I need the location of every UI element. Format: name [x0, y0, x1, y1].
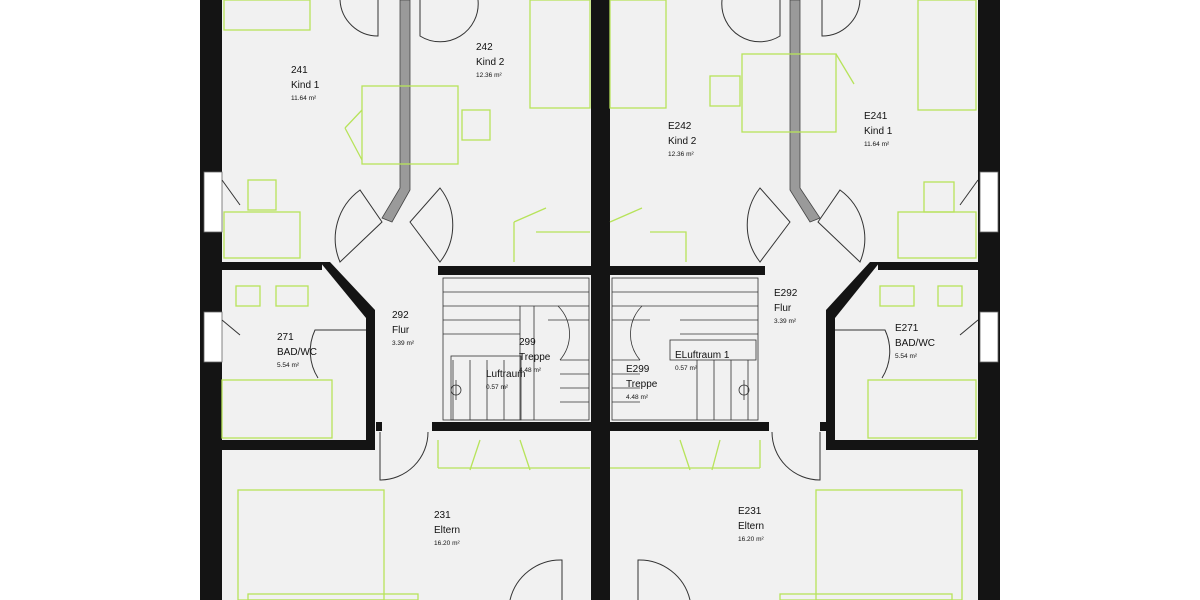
svg-text:11.64 m²: 11.64 m²: [291, 95, 317, 102]
wall-stub-right: [820, 422, 826, 431]
bath-diag-wall-left: [320, 262, 375, 318]
room-label-292: 292 Flur 3.39 m²: [392, 310, 415, 347]
room-label-e231: E231 Eltern 16.20 m²: [738, 506, 764, 543]
svg-text:Flur: Flur: [392, 325, 410, 336]
room-label-eluftraum: ELuftraum 1 0.57 m²: [675, 350, 730, 372]
room-label-271: 271 BAD/WC 5.54 m²: [277, 332, 317, 369]
svg-text:E242: E242: [668, 121, 692, 132]
room-label-e242: E242 Kind 2 12.36 m²: [668, 121, 697, 158]
svg-text:4.48 m²: 4.48 m²: [519, 367, 542, 374]
left-outer-wall: [200, 0, 222, 600]
svg-text:Flur: Flur: [774, 303, 792, 314]
svg-text:BAD/WC: BAD/WC: [895, 338, 935, 349]
svg-text:3.39 m²: 3.39 m²: [392, 340, 415, 347]
bath-diag-wall-right: [826, 262, 880, 318]
svg-text:5.54 m²: 5.54 m²: [277, 362, 300, 369]
room-label-e292: E292 Flur 3.39 m²: [774, 288, 798, 325]
svg-text:E241: E241: [864, 111, 888, 122]
svg-text:16.20 m²: 16.20 m²: [434, 540, 460, 547]
svg-text:12.36 m²: 12.36 m²: [476, 72, 502, 79]
bath-top-wall-right: [878, 262, 978, 270]
stair-top-wall-left: [438, 266, 591, 275]
room-label-242: 242 Kind 2 12.36 m²: [476, 42, 505, 79]
svg-text:Kind 1: Kind 1: [291, 80, 320, 91]
svg-text:16.20 m²: 16.20 m²: [738, 536, 764, 543]
svg-text:BAD/WC: BAD/WC: [277, 347, 317, 358]
svg-text:Luftraum: Luftraum: [486, 369, 525, 380]
room-label-299: 299 Treppe 4.48 m²: [519, 337, 551, 374]
bath-side-wall-right: [826, 318, 835, 440]
svg-text:E292: E292: [774, 288, 798, 299]
room-label-e241: E241 Kind 1 11.64 m²: [864, 111, 893, 148]
svg-text:242: 242: [476, 42, 493, 53]
bath-bottom-wall-left: [222, 440, 375, 450]
stair-bottom-wall-right: [610, 422, 769, 431]
staircase-left: [442, 277, 590, 421]
svg-text:0.57 m²: 0.57 m²: [486, 384, 509, 391]
bath-top-wall-left: [222, 262, 322, 270]
svg-text:12.36 m²: 12.36 m²: [668, 151, 694, 158]
bath-bottom-wall-right: [826, 440, 978, 450]
doors: [221, 0, 979, 600]
svg-text:Eltern: Eltern: [434, 525, 460, 536]
svg-text:0.57 m²: 0.57 m²: [675, 365, 698, 372]
svg-text:E271: E271: [895, 323, 919, 334]
bath-side-wall-left: [366, 318, 375, 440]
svg-text:231: 231: [434, 510, 451, 521]
room-label-luftraum: Luftraum 0.57 m²: [486, 369, 525, 391]
right-outer-wall: [978, 0, 1000, 600]
svg-text:Kind 2: Kind 2: [476, 57, 505, 68]
party-wall: [591, 0, 610, 600]
svg-text:292: 292: [392, 310, 409, 321]
svg-text:3.39 m²: 3.39 m²: [774, 318, 797, 325]
wall-stub-left: [376, 422, 382, 431]
window-left-upper: [203, 171, 223, 233]
room-label-241: 241 Kind 1 11.64 m²: [291, 65, 320, 102]
svg-text:ELuftraum 1: ELuftraum 1: [675, 350, 730, 361]
window-left-bath: [203, 311, 223, 363]
svg-text:E299: E299: [626, 364, 650, 375]
svg-text:241: 241: [291, 65, 308, 76]
svg-text:4.48 m²: 4.48 m²: [626, 394, 649, 401]
svg-text:Kind 2: Kind 2: [668, 136, 697, 147]
svg-text:Eltern: Eltern: [738, 521, 764, 532]
svg-text:Kind 1: Kind 1: [864, 126, 893, 137]
svg-text:Treppe: Treppe: [519, 352, 551, 363]
svg-text:E231: E231: [738, 506, 762, 517]
svg-text:11.64 m²: 11.64 m²: [864, 141, 890, 148]
window-right-bath: [979, 311, 999, 363]
svg-text:Treppe: Treppe: [626, 379, 658, 390]
kids-divider-wall-left: [381, 0, 411, 223]
svg-text:299: 299: [519, 337, 536, 348]
window-right-upper: [979, 171, 999, 233]
stair-top-wall-right: [610, 266, 765, 275]
furniture: [221, 0, 977, 600]
room-label-e299: E299 Treppe 4.48 m²: [626, 364, 658, 401]
svg-text:5.54 m²: 5.54 m²: [895, 353, 918, 360]
svg-text:271: 271: [277, 332, 294, 343]
staircase-right: [611, 277, 759, 421]
room-label-231: 231 Eltern 16.20 m²: [434, 510, 460, 547]
room-label-e271: E271 BAD/WC 5.54 m²: [895, 323, 935, 360]
kids-divider-wall-right: [789, 0, 821, 223]
stair-bottom-wall-left: [432, 422, 591, 431]
